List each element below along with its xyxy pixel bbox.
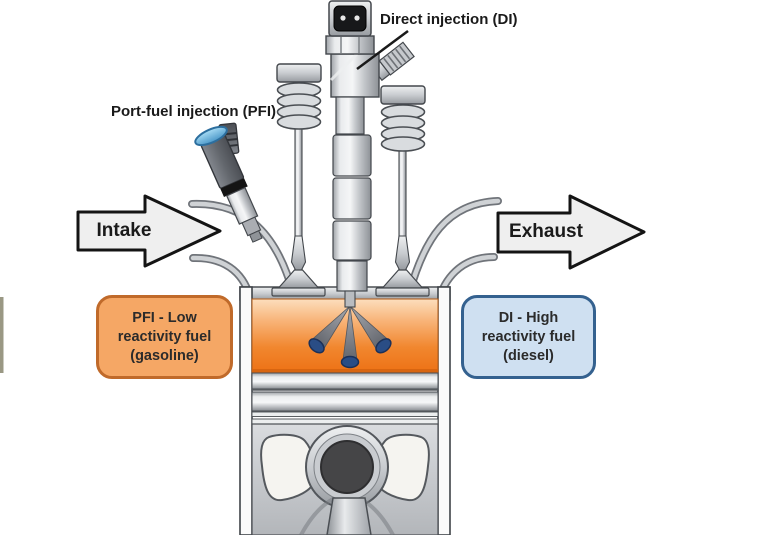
piston-cutout-right [373, 433, 430, 502]
di-injector [325, 0, 415, 308]
pfi-injector [194, 122, 263, 243]
spray-cone-right [349, 305, 392, 354]
intake-valve [271, 63, 326, 297]
di-injector-head [330, 53, 380, 98]
pfi-callout-line2: reactivity fuel [117, 328, 212, 345]
piston [251, 372, 439, 535]
di-connector [328, 0, 372, 37]
di-callout-line3: (diesel) [503, 347, 554, 364]
exhaust-label: Exhaust [509, 221, 583, 242]
spring-retainer [276, 63, 322, 83]
pfi-o-ring [220, 178, 248, 197]
piston-rings [251, 372, 439, 425]
di-callout-box: DI - High reactivity fuel (diesel) [461, 295, 596, 379]
cylinder-right-wall [437, 286, 451, 535]
skirt-shadow-left [299, 497, 335, 535]
intake-label: Intake [96, 220, 152, 241]
exhaust-valve-head [375, 287, 430, 297]
di-injector-neck [335, 96, 365, 135]
spray-cone-center [340, 305, 360, 369]
exhaust-valve [375, 85, 430, 297]
spring-retainer [380, 85, 426, 105]
edge-artifact-strip [0, 297, 4, 373]
pfi-callout-box: PFI - Low reactivity fuel (gasoline) [96, 295, 233, 379]
intake-arrow [76, 194, 222, 268]
wrist-pin [305, 425, 389, 509]
intake-valve-spring [276, 63, 322, 130]
di-injector-nut [325, 35, 375, 55]
pfi-injector-tip [248, 230, 263, 243]
exhaust-valve-spring [380, 85, 426, 152]
piston-cutout-left [260, 433, 317, 502]
direct-injection-label: Direct injection (DI) [380, 11, 518, 28]
connecting-rod [326, 497, 372, 535]
port-fuel-injection-label: Port-fuel injection (PFI) [111, 103, 276, 120]
intake-valve-head [271, 287, 326, 297]
pfi-cap [194, 125, 228, 147]
pfi-callout-line3: (gasoline) [130, 347, 199, 364]
spray-cone-left [308, 305, 351, 354]
di-callout-line2: reactivity fuel [481, 328, 576, 345]
cylinder-left-wall [239, 286, 253, 535]
pfi-callout-line1: PFI - Low [132, 309, 197, 326]
di-callout-line1: DI - High [498, 309, 559, 326]
exhaust-arrow [496, 194, 646, 270]
di-injector-tip [344, 290, 356, 308]
fuel-spray [308, 305, 392, 369]
di-pointer-line [356, 29, 409, 71]
